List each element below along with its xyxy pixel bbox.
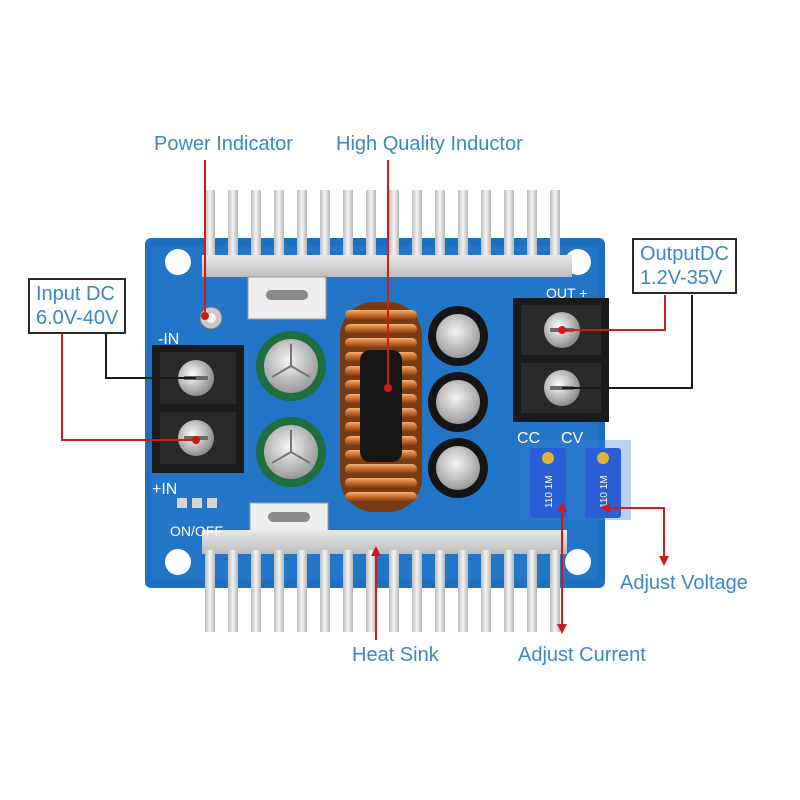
toroid-inductor [340,302,422,512]
output-terminal-block [513,298,609,422]
label-inductor: High Quality Inductor [336,133,523,155]
silk-out-pos: OUT + [546,285,587,301]
label-adjust-voltage: Adjust Voltage [620,572,748,594]
silk-on-off: ON/OFF [170,523,223,539]
label-adjust-current: Adjust Current [518,644,646,666]
label-heat-sink: Heat Sink [352,644,439,666]
output-capacitors [428,306,488,498]
input-dc-range: 6.0V-40V [36,307,119,329]
on-off-header [177,498,217,508]
red-pointer-ends [192,312,669,634]
silk-neg-in: -IN [158,331,179,348]
silk-cc: CC [517,430,540,447]
trimmer-potentiometers [521,440,631,520]
input-terminal-block [152,345,244,473]
output-dc-range: 1.2V-35V [640,267,723,289]
pot-code-cc: 110 1M [544,475,555,508]
label-input-dc: Input DC 6.0V-40V [28,278,127,334]
pot-code-cv: 110 1M [599,475,610,508]
red-pointer-lines [61,160,666,640]
silk-pos-in: +IN [152,481,177,498]
black-leader-lines [105,295,693,389]
top-heatsink [202,190,572,320]
label-output-dc: OutputDC 1.2V-35V [632,238,737,294]
label-power-indicator: Power Indicator [154,133,293,155]
bottom-heatsink [202,502,567,632]
silk-cv: CV [561,430,584,447]
output-dc-title: OutputDC [640,243,729,265]
green-capacitors [256,331,326,487]
input-dc-title: Input DC [36,283,115,305]
